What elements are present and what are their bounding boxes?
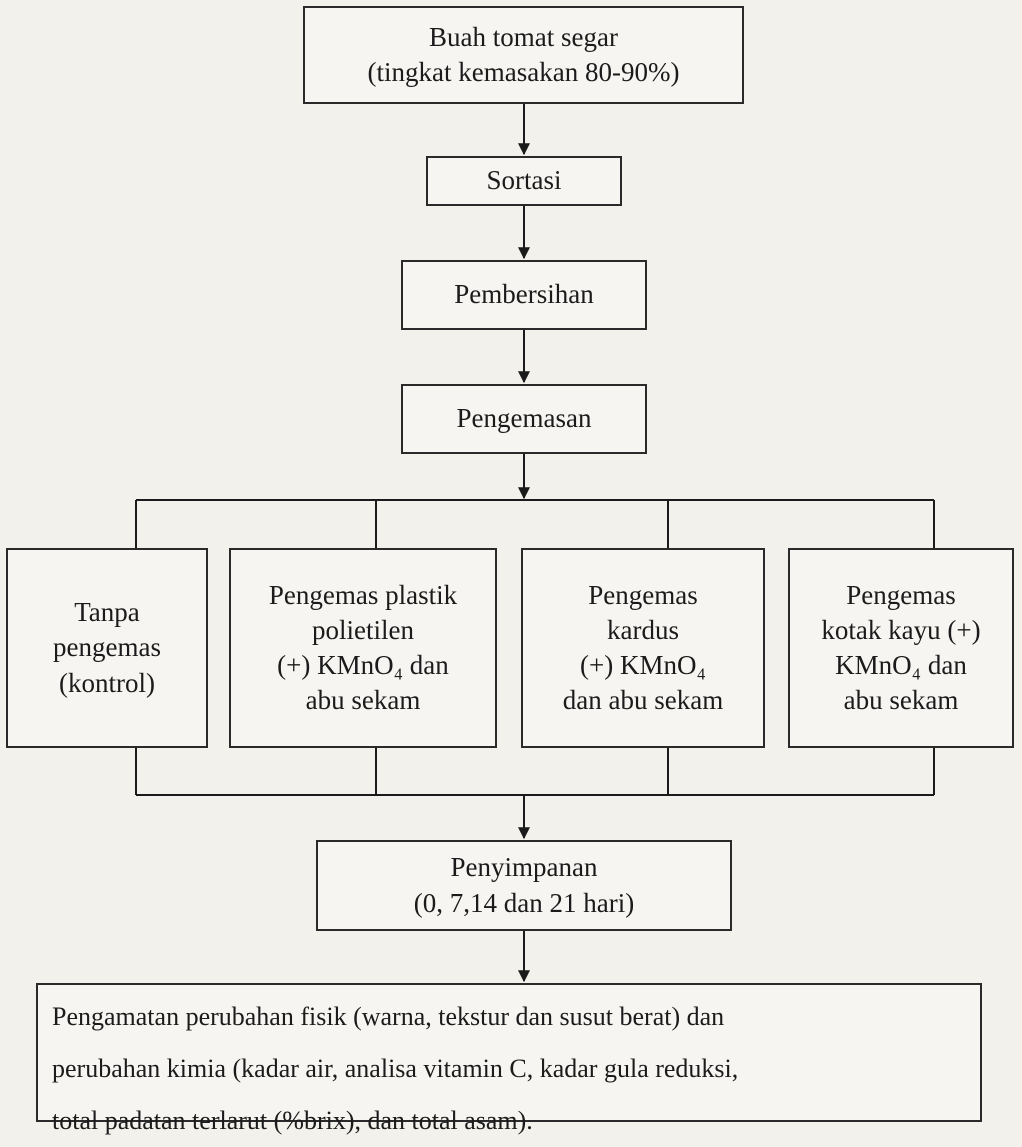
node-line: kotak kayu (+) <box>821 614 981 645</box>
node-line: (+) KMnO₄ dan <box>277 650 449 680</box>
node-line: abu sekam <box>843 685 959 716</box>
node-line: KMnO₄ dan <box>835 650 967 680</box>
flowchart: Buah tomat segar (tingkat kemasakan 80-9… <box>6 6 1014 1135</box>
node-sortasi: Sortasi <box>426 156 622 206</box>
node-line: kardus <box>607 614 679 645</box>
node-line: Sortasi <box>486 165 562 196</box>
node-line: Pengemas <box>588 579 698 610</box>
node-line: (kontrol) <box>59 667 155 698</box>
node-line: polietilen <box>312 614 414 645</box>
node-line: Tanpa <box>74 597 140 628</box>
node-tanpa-pengemas: Tanpa pengemas (kontrol) <box>6 548 208 748</box>
node-pengemasan: Pengemasan <box>401 384 647 454</box>
node-line: (+) KMnO₄ <box>580 650 706 680</box>
node-line: total padatan terlarut (%brix), dan tota… <box>52 1106 533 1135</box>
node-penyimpanan: Penyimpanan (0, 7,14 dan 21 hari) <box>316 840 732 931</box>
node-line: Pengemas <box>846 579 956 610</box>
node-pengemas-kotak-kayu: Pengemas kotak kayu (+) KMnO₄ dan abu se… <box>788 548 1014 748</box>
node-pengamatan: Pengamatan perubahan fisik (warna, tekst… <box>36 983 982 1135</box>
node-line: dan abu sekam <box>562 685 724 716</box>
node-line: pengemas <box>53 632 161 663</box>
node-line: perubahan kimia (kadar air, analisa vita… <box>52 1054 739 1083</box>
node-line: Buah tomat segar <box>429 21 618 52</box>
node-line: Pengamatan perubahan fisik (warna, tekst… <box>52 1002 725 1031</box>
node-line: Pengemasan <box>456 403 592 434</box>
node-buah-tomat-segar: Buah tomat segar (tingkat kemasakan 80-9… <box>303 6 744 104</box>
node-line: (tingkat kemasakan 80-90%) <box>367 57 680 87</box>
node-pengemas-plastik: Pengemas plastik polietilen (+) KMnO₄ da… <box>229 548 497 748</box>
node-line: Penyimpanan <box>450 852 598 883</box>
node-line: abu sekam <box>305 685 421 716</box>
node-line: Pembersihan <box>454 279 594 310</box>
node-line: (0, 7,14 dan 21 hari) <box>413 887 635 918</box>
node-line: Pengemas plastik <box>268 579 458 610</box>
node-pembersihan: Pembersihan <box>401 260 647 330</box>
connector-lines <box>135 104 935 983</box>
node-pengemas-kardus: Pengemas kardus (+) KMnO₄ dan abu sekam <box>521 548 765 748</box>
